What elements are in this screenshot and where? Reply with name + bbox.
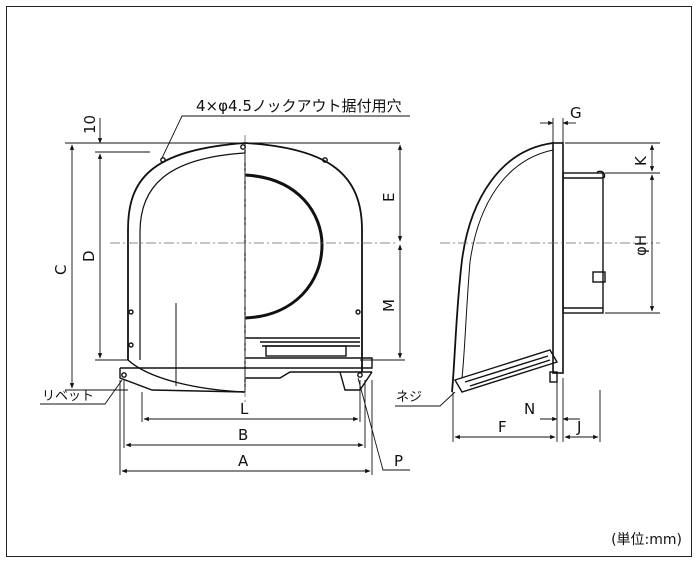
label-screw: ネジ — [396, 390, 422, 405]
unit-label: (単位:mm) — [611, 532, 682, 548]
label-rivet: リベット — [42, 389, 94, 404]
drawing-frame — [6, 6, 692, 557]
dim-label-10: 10 — [81, 115, 99, 134]
front-view — [119, 142, 373, 393]
dim-label-K: K — [632, 155, 650, 166]
dim-label-D: D — [80, 250, 98, 262]
dim-label-G: G — [570, 104, 582, 122]
dim-label-E: E — [380, 193, 398, 202]
dim-label-C: C — [52, 265, 70, 275]
dim-label-B: B — [238, 426, 248, 444]
dim-label-P: P — [394, 452, 403, 470]
dimension-lines — [40, 115, 660, 475]
label-knockout-holes: 4×φ4.5ノックアウト据付用穴 — [196, 97, 402, 115]
dim-label-M: M — [380, 299, 398, 312]
dim-label-H: φH — [632, 235, 650, 256]
dim-label-A: A — [238, 452, 249, 470]
dim-label-F: F — [498, 418, 507, 436]
dim-label-L: L — [240, 400, 249, 418]
dim-label-J: J — [576, 418, 581, 436]
side-view — [451, 142, 606, 393]
dim-label-N: N — [524, 400, 535, 418]
